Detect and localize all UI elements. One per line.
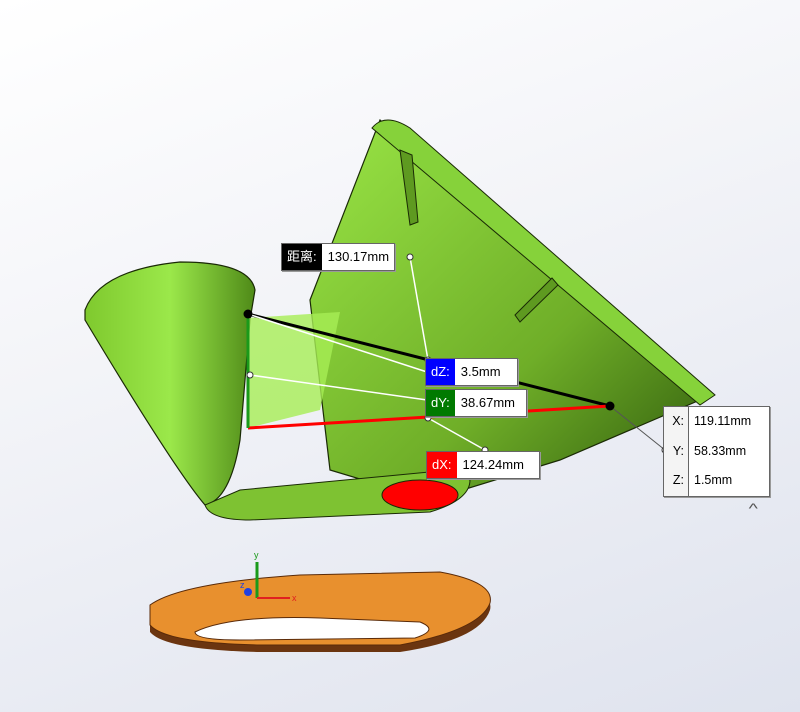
dx-label: dX: bbox=[427, 452, 457, 478]
triad-y-label: y bbox=[254, 550, 259, 560]
x-value: 119.11mm bbox=[694, 414, 752, 428]
green-part bbox=[84, 118, 716, 521]
sketch-profile bbox=[149, 571, 491, 652]
distance-value: 130.17mm bbox=[327, 249, 390, 264]
dz-callout[interactable]: dZ: 3.5mm bbox=[425, 358, 518, 386]
dy-callout[interactable]: dY: 38.67mm bbox=[425, 389, 527, 417]
z-value: 1.5mm bbox=[694, 473, 733, 488]
dz-value: 3.5mm bbox=[460, 364, 501, 379]
triad-z-label: z bbox=[240, 580, 245, 590]
dy-label: dY: bbox=[426, 390, 455, 416]
y-label: Y: bbox=[664, 436, 689, 467]
dz-label: dZ: bbox=[426, 359, 455, 385]
distance-callout[interactable]: 距离: 130.17mm bbox=[281, 243, 395, 271]
coordinate-triad: y x z bbox=[240, 550, 297, 603]
x-label: X: bbox=[664, 407, 689, 437]
distance-label: 距离: bbox=[282, 244, 322, 270]
dx-callout[interactable]: dX: 124.24mm bbox=[426, 451, 540, 479]
triad-x-label: x bbox=[292, 593, 297, 603]
z-label: Z: bbox=[664, 466, 689, 496]
dx-value: 124.24mm bbox=[462, 457, 524, 472]
chevron-up-icon[interactable]: ^ bbox=[748, 500, 758, 516]
dy-value: 38.67mm bbox=[460, 395, 515, 410]
y-value: 58.33mm bbox=[694, 443, 747, 458]
point-coordinates-callout[interactable]: X: 119.11mm Y: 58.33mm Z: 1.5mm bbox=[663, 406, 770, 497]
